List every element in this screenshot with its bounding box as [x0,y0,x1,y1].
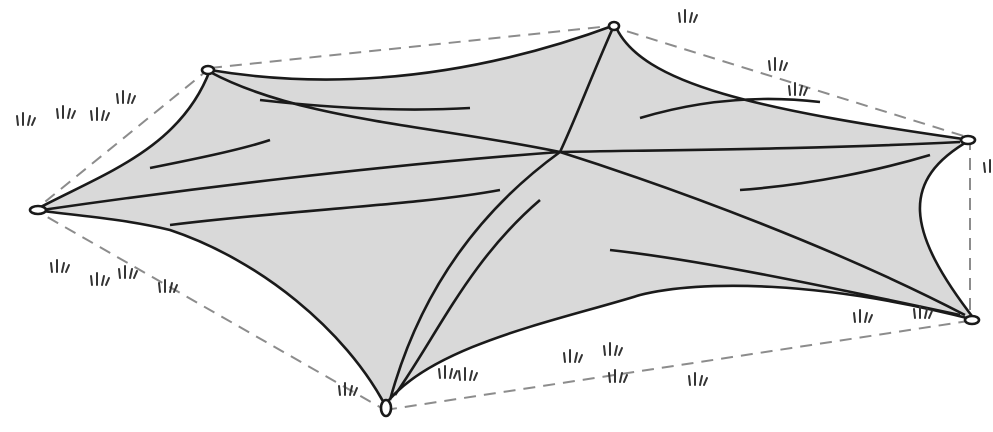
grass-tuft [689,373,707,385]
grass-tuft [51,260,69,272]
grass-tuft [769,58,787,70]
mast-cap-top [609,22,619,30]
mast-cap-left [30,206,46,214]
mast-cap-bottom-right [965,316,979,324]
grass-tuft [91,108,109,120]
mast-cap-top-left [202,66,214,74]
grass-tuft [679,10,697,22]
grass-tuft [439,366,457,378]
membrane-surface [35,25,975,405]
grass-tuft [117,91,135,103]
grass-tuft [57,106,75,118]
grass-tuft [17,113,35,125]
grass-tuft [564,350,582,362]
grass-tuft [459,368,477,380]
grass-tuft [854,310,872,322]
grass-tuft [91,273,109,285]
membrane-canopy [30,22,979,416]
mast-cap-bottom [381,400,391,416]
grass-tuft [604,343,622,355]
grass-tuft [789,83,807,95]
mast-cap-right [961,136,975,144]
grass-tuft [984,160,993,172]
